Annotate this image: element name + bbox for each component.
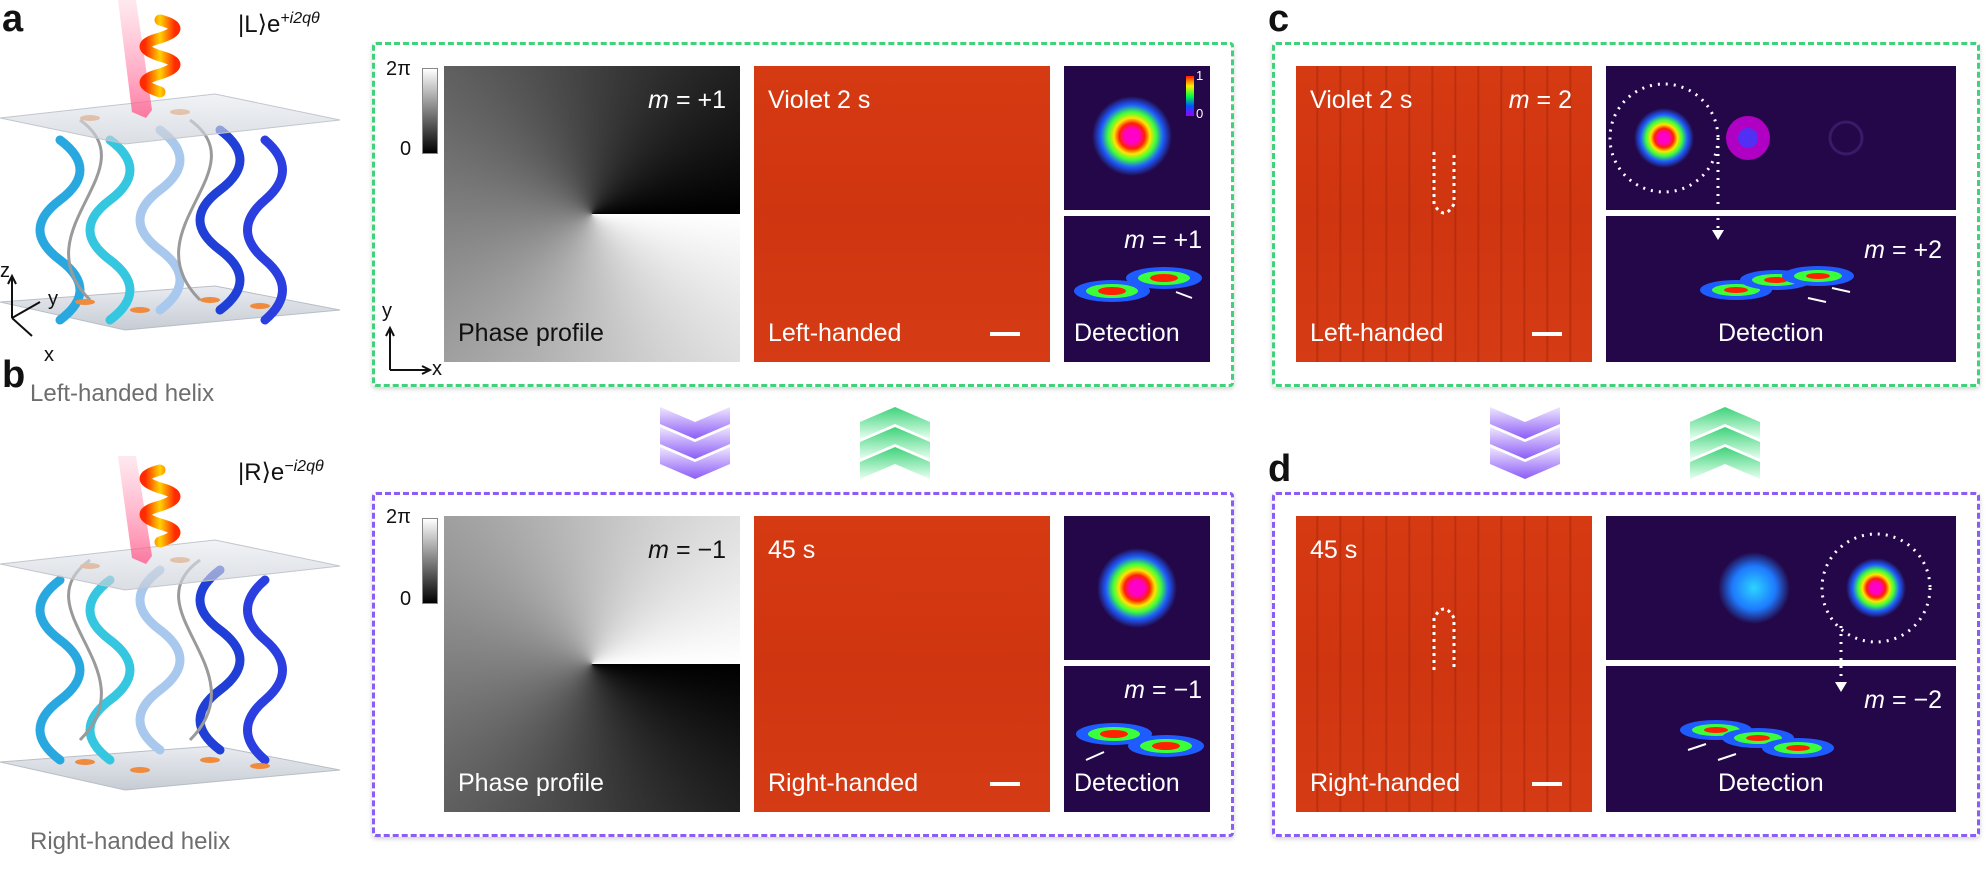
- det-m-value-c: = +2: [1885, 236, 1942, 264]
- scale-bar-b: [990, 782, 1020, 786]
- panel-letter-a: a: [2, 0, 24, 40]
- beam-ket-a: |L⟩e: [238, 11, 281, 38]
- lc-m-value-c: = 2: [1529, 86, 1572, 114]
- axis-y-label: y: [48, 288, 58, 310]
- right-handed-helix-figure: [0, 456, 341, 791]
- colorbar-top-b: 2π: [386, 506, 411, 528]
- det-m-value-a: = +1: [1145, 226, 1202, 254]
- scale-bar-d: [1532, 782, 1562, 786]
- detection-plot-c: [1606, 82, 1956, 303]
- phase-m-value-b: = −1: [669, 536, 726, 564]
- det-m-label-b: m = −1: [1124, 676, 1202, 705]
- phase-m-value-a: = +1: [669, 86, 726, 114]
- xyz-axes-icon: [7, 273, 41, 337]
- detection-plot-d: [1606, 532, 1956, 761]
- beam-exp-b: −i2qθ: [284, 458, 324, 475]
- detection-c: m = +2 Detection: [1606, 66, 1956, 362]
- det-caption-b: Detection: [1074, 769, 1180, 797]
- phase-profile-b: m = −1 Phase profile: [444, 516, 740, 812]
- beam-label-a: |L⟩e+i2qθ: [238, 10, 320, 39]
- lc-m-symbol-c: m: [1508, 86, 1530, 114]
- frame-b: [372, 492, 1234, 837]
- frame-a: [372, 42, 1234, 387]
- chevron-arrows-cd: [1490, 407, 1760, 479]
- det-m-label-c: m = +2: [1864, 236, 1942, 265]
- lc-caption-c: Left-handed: [1310, 319, 1444, 347]
- chevron-up-icon: [1690, 407, 1760, 479]
- detection-a: 1 0 m = +1 Detection: [1064, 66, 1210, 362]
- phase-caption-b: Phase profile: [458, 769, 604, 797]
- phase-colorbar-a: [422, 68, 438, 154]
- beam-exp-a: +i2qθ: [280, 10, 320, 27]
- panel-letter-c: c: [1268, 0, 1290, 40]
- frame-d: [1272, 492, 1980, 837]
- det-m-symbol-a: m: [1124, 226, 1145, 254]
- lc-texture-d: 45 s Right-handed: [1296, 516, 1592, 812]
- scale-bar-c: [1532, 332, 1562, 336]
- det-caption-d: Detection: [1718, 769, 1824, 797]
- axis2d-x-label: x: [432, 358, 442, 380]
- det-m-value-d: = −2: [1885, 686, 1942, 714]
- phase-caption-a: Phase profile: [458, 319, 604, 347]
- detection-plot-a: [1064, 76, 1210, 302]
- scale-bar-a: [990, 332, 1020, 336]
- beam-ket-b: |R⟩e: [238, 459, 285, 486]
- colorbar-bottom-a: 0: [400, 138, 412, 160]
- panel-letter-d: d: [1268, 448, 1292, 490]
- chevron-up-icon: [860, 407, 930, 479]
- phase-m-label-a: m = +1: [648, 86, 726, 115]
- axis2d-y-label: y: [382, 300, 392, 322]
- lc-top-c: Violet 2 s: [1310, 86, 1413, 114]
- fork-defect-marker: [1432, 152, 1456, 215]
- chevron-down-icon: [1490, 407, 1560, 479]
- helix-label-b: Right-handed helix: [30, 828, 231, 855]
- left-handed-helix-figure: [0, 0, 341, 331]
- detection-b: m = −1 Detection: [1064, 516, 1210, 812]
- chevron-down-icon: [660, 407, 730, 479]
- helix-label-a: Left-handed helix: [30, 380, 215, 407]
- det-caption-c: Detection: [1718, 319, 1824, 347]
- chevron-arrows-ab: [660, 407, 930, 479]
- lc-top-b: 45 s: [768, 536, 816, 564]
- phase-m-label-b: m = −1: [648, 536, 726, 565]
- det-m-label-d: m = −2: [1864, 686, 1942, 715]
- phase-profile-a: m = +1 Phase profile: [444, 66, 740, 362]
- phase-m-symbol-b: m: [648, 536, 669, 564]
- lc-caption-b: Right-handed: [768, 769, 919, 797]
- axis-z-label: z: [0, 260, 10, 282]
- det-caption-a: Detection: [1074, 319, 1180, 347]
- det-m-symbol-c: m: [1864, 236, 1885, 264]
- lc-texture-b: 45 s Right-handed: [754, 516, 1050, 812]
- det-m-symbol-b: m: [1124, 676, 1145, 704]
- detection-plot-b: [1064, 548, 1210, 761]
- axis-x-label: x: [44, 344, 54, 366]
- xy-axes-icon: [385, 325, 433, 375]
- beam-label-b: |R⟩e−i2qθ: [238, 458, 324, 487]
- lc-m-label-c: m = 2: [1509, 86, 1572, 115]
- helix-illustrations: [0, 0, 341, 791]
- lc-texture-a: Violet 2 s Left-handed: [754, 66, 1050, 362]
- phase-m-symbol-a: m: [648, 86, 669, 114]
- det-cbar-top-a: 1: [1196, 68, 1204, 83]
- lc-top-d: 45 s: [1310, 536, 1358, 564]
- phase-colorbar-b: [422, 518, 438, 604]
- lc-caption-d: Right-handed: [1310, 769, 1461, 797]
- det-m-label-a: m = +1: [1124, 226, 1202, 255]
- detection-d: m = −2 Detection: [1606, 516, 1956, 812]
- lc-texture-c: Violet 2 s m = 2 Left-handed: [1296, 66, 1592, 362]
- frame-c: [1272, 42, 1980, 387]
- lc-caption-a: Left-handed: [768, 319, 902, 347]
- colorbar-top-a: 2π: [386, 58, 411, 80]
- lc-top-a: Violet 2 s: [768, 86, 871, 114]
- colorbar-bottom-b: 0: [400, 588, 412, 610]
- panel-letter-b: b: [2, 354, 26, 396]
- det-cbar-bottom-a: 0: [1196, 106, 1204, 121]
- fork-defect-marker-d: [1432, 607, 1456, 670]
- det-m-value-b: = −1: [1145, 676, 1202, 704]
- det-m-symbol-d: m: [1864, 686, 1885, 714]
